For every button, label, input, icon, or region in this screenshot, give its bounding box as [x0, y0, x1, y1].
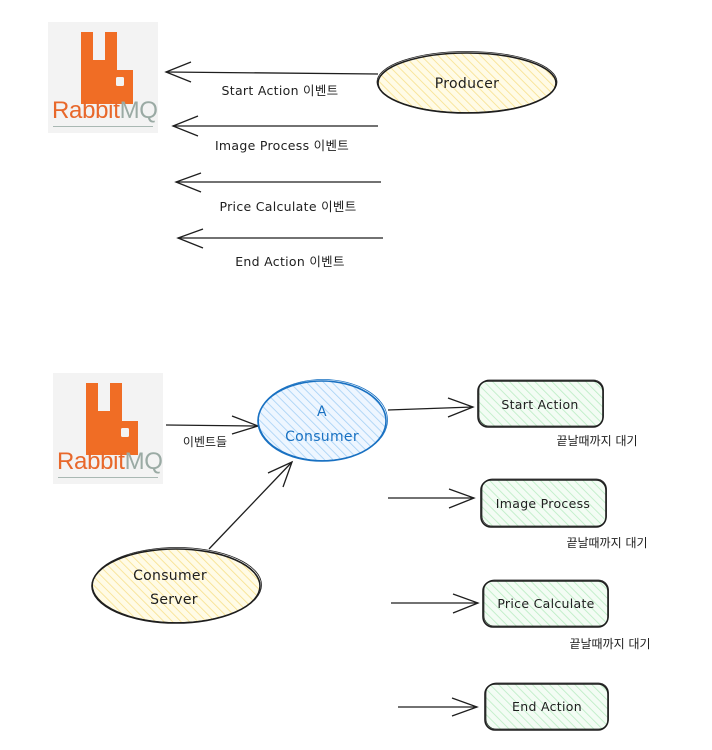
event-label-price-calculate: Price Calculate 이벤트	[219, 199, 356, 214]
event-arrow-price-calculate[interactable]: Price Calculate 이벤트	[174, 172, 381, 214]
rabbitmq-logo-producer: RabbitMQ	[48, 22, 158, 133]
consumer-to-start-action-arrow[interactable]	[387, 397, 475, 418]
producer-label: Producer	[435, 76, 499, 92]
task-label: Price Calculate	[497, 596, 594, 611]
task-price-calculate[interactable]: Price Calculate	[482, 579, 609, 628]
event-label-start-action: Start Action 이벤트	[222, 83, 339, 98]
rabbitmq-logo-consumer: RabbitMQ	[53, 373, 163, 484]
arrow-to-price-calculate[interactable]	[391, 593, 480, 614]
server-to-consumer-arrow[interactable]	[208, 460, 294, 550]
consumer-server-node[interactable]: Consumer Server	[91, 547, 262, 624]
rabbitmq-icon	[81, 32, 133, 104]
task-end-action[interactable]: End Action	[484, 682, 609, 731]
consumer-label-line1: A	[317, 404, 327, 420]
event-label-image-process: Image Process 이벤트	[215, 138, 349, 153]
arrow-to-image-process[interactable]	[388, 488, 476, 509]
logo-underline	[58, 477, 158, 478]
consumer-label-line2: Consumer	[285, 429, 359, 445]
task-note-start-action: 끝날때까지 대기	[556, 434, 637, 448]
rabbitmq-wordmark: RabbitMQ	[52, 97, 158, 124]
server-label-line2: Server	[150, 592, 198, 608]
event-arrow-image-process[interactable]: Image Process 이벤트	[171, 115, 378, 153]
event-label-end-action: End Action 이벤트	[235, 254, 345, 269]
task-image-process[interactable]: Image Process	[480, 478, 607, 528]
task-start-action[interactable]: Start Action	[477, 379, 604, 428]
event-arrow-start-action[interactable]: Start Action 이벤트	[164, 61, 379, 98]
task-note-image-process: 끝날때까지 대기	[566, 536, 647, 550]
arrow-to-end-action[interactable]	[398, 697, 479, 717]
task-label: Start Action	[501, 397, 578, 412]
logo-underline	[53, 126, 153, 127]
task-note-price-calculate: 끝날때까지 대기	[569, 637, 650, 651]
server-label-line1: Consumer	[133, 568, 207, 584]
task-label: Image Process	[496, 496, 590, 511]
consumer-node[interactable]: A Consumer	[257, 379, 388, 462]
rabbitmq-to-consumer-arrow[interactable]: 이벤트들	[165, 415, 260, 449]
rabbitmq-icon	[86, 383, 138, 455]
event-arrow-end-action[interactable]: End Action 이벤트	[176, 228, 383, 269]
rabbitmq-wordmark: RabbitMQ	[57, 448, 163, 475]
task-label: End Action	[512, 699, 582, 714]
producer-node[interactable]: Producer	[376, 51, 558, 114]
events-label: 이벤트들	[183, 435, 227, 449]
